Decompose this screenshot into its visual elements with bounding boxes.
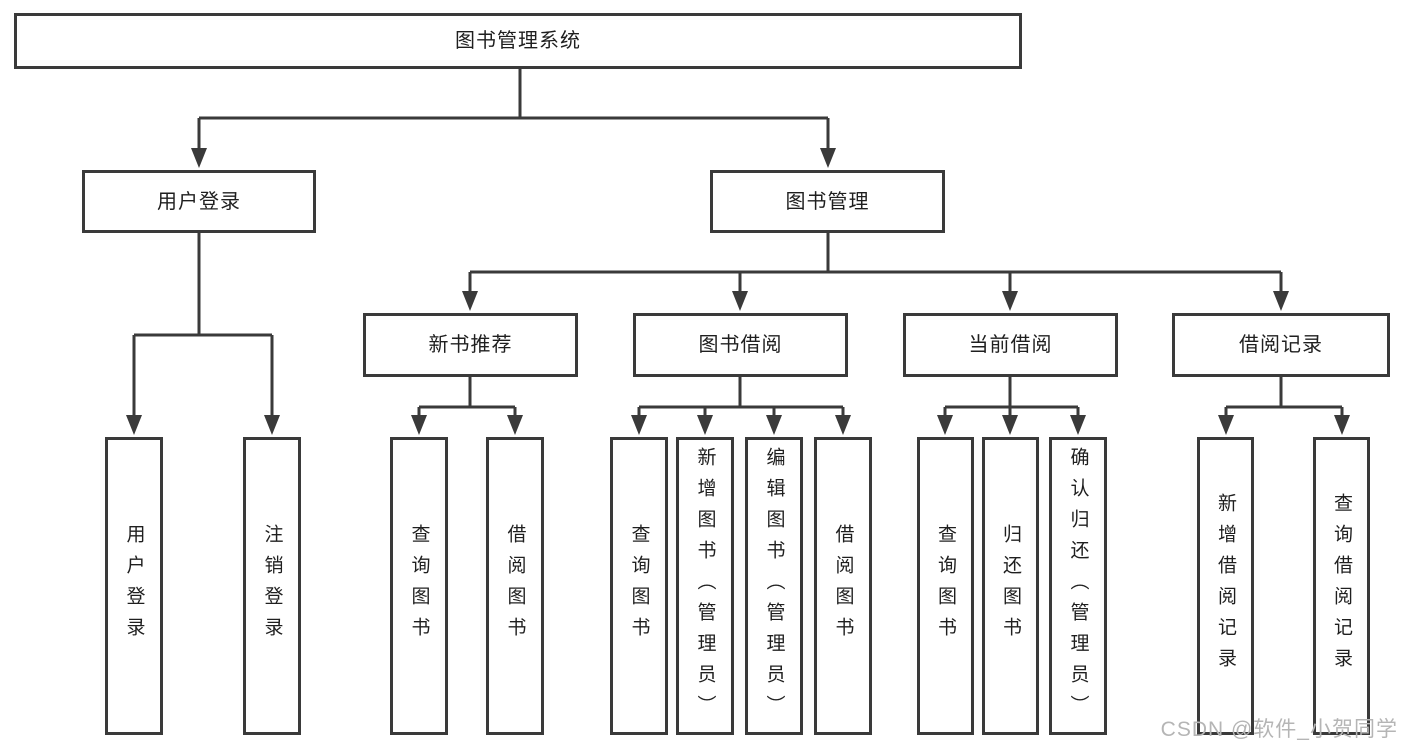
node-book-management: 图书管理 [710,170,945,233]
leaf-current-query-books: 查询图书 [917,437,974,735]
leaf-return-books: 归还图书 [982,437,1039,735]
leaf-add-books-admin: 新增图书（管理员） [676,437,734,735]
edge-userlogin-to-leaves [126,233,280,435]
leaf-query-borrow-record: 查询借阅记录 [1313,437,1370,735]
leaf-newbook-query-books: 查询图书 [390,437,448,735]
leaf-newbook-borrow-books: 借阅图书 [486,437,544,735]
node-user-login: 用户登录 [82,170,316,233]
csdn-watermark: CSDN @软件_小贺同学 [1160,718,1398,741]
node-book-borrow: 图书借阅 [633,313,848,377]
leaf-borrow-books: 借阅图书 [814,437,872,735]
edge-bookborrow-to-leaves [631,377,851,435]
leaf-logout: 注销登录 [243,437,301,735]
edge-borrowrecord-to-leaves [1218,377,1350,435]
leaf-borrow-query-books: 查询图书 [610,437,668,735]
leaf-edit-books-admin: 编辑图书（管理员） [745,437,803,735]
edge-root-to-level2 [191,69,836,168]
node-current-borrow: 当前借阅 [903,313,1118,377]
leaf-user-login: 用户登录 [105,437,163,735]
node-root-system: 图书管理系统 [14,13,1022,69]
leaf-confirm-return-admin: 确认归还（管理员） [1049,437,1107,735]
node-borrow-record: 借阅记录 [1172,313,1390,377]
edge-currentborrow-to-leaves [937,377,1086,435]
edge-bookmgmt-to-level3 [462,233,1289,311]
edge-newbook-to-leaves [411,377,523,435]
node-new-book-recommend: 新书推荐 [363,313,578,377]
leaf-add-borrow-record: 新增借阅记录 [1197,437,1254,735]
